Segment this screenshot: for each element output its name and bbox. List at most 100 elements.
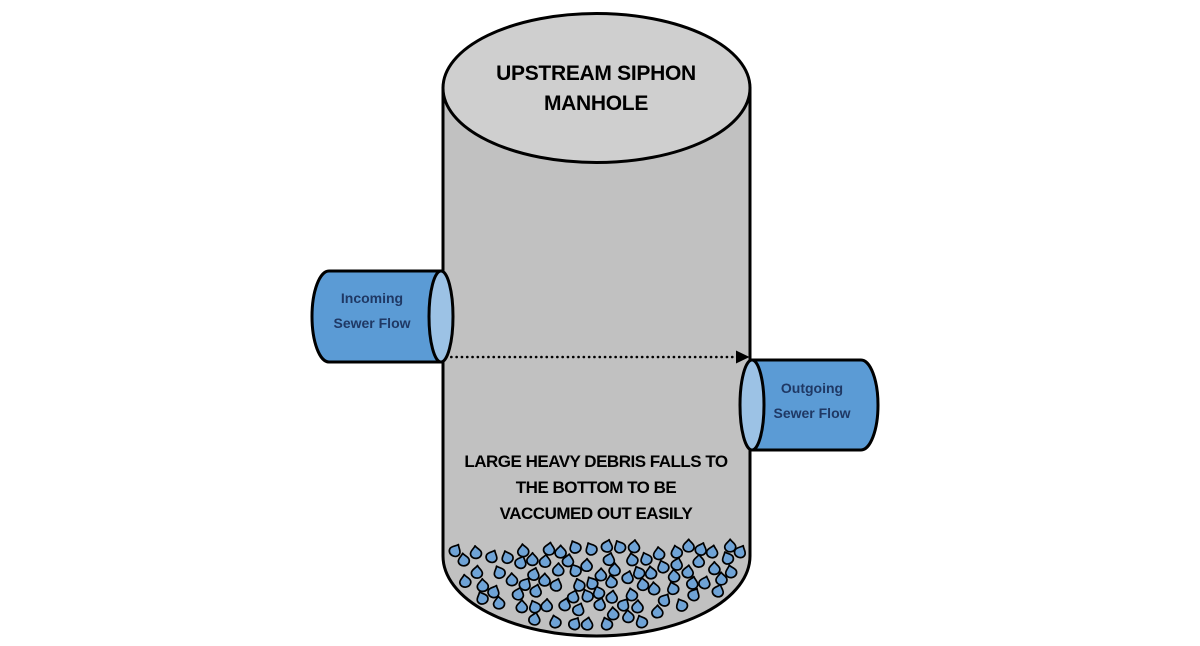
outgoing-pipe: Outgoing Sewer Flow: [738, 358, 880, 452]
water-droplet-icon: [580, 557, 593, 573]
water-droplet-icon: [581, 588, 594, 603]
water-droplet-icon: [529, 583, 543, 598]
outgoing-pipe-label-line1: Outgoing: [781, 380, 843, 396]
water-droplet-icon: [681, 564, 694, 579]
water-droplet-icon: [448, 543, 461, 558]
water-droplet-icon: [600, 538, 614, 553]
water-droplet-icon: [667, 568, 681, 583]
manhole-title-line2: MANHOLE: [544, 92, 648, 115]
water-droplet-icon: [558, 597, 571, 612]
water-droplet-icon: [635, 614, 649, 629]
water-droplet-icon: [551, 562, 565, 577]
water-droplet-icon: [636, 576, 650, 592]
caption-line3: VACCUMED OUT EASILY: [500, 504, 694, 523]
water-droplet-icon: [602, 552, 616, 567]
outgoing-pipe-body: [750, 358, 880, 452]
water-droplet-icon: [527, 566, 540, 581]
water-droplet-icon: [593, 596, 607, 612]
water-droplet-icon: [715, 571, 728, 586]
water-droplet-icon: [561, 553, 575, 568]
water-droplet-icon: [721, 551, 735, 565]
water-droplet-icon: [528, 611, 541, 626]
water-droplet-icon: [492, 595, 506, 610]
water-droplet-icon: [573, 577, 586, 592]
water-droplet-icon: [501, 550, 514, 565]
incoming-pipe-body: [310, 269, 443, 364]
water-droplet-icon: [567, 616, 581, 631]
incoming-pipe-label-line2: Sewer Flow: [333, 315, 410, 331]
water-droplet-icon: [666, 581, 680, 596]
water-droplet-icon: [514, 555, 527, 570]
water-droplet-icon: [594, 567, 608, 582]
water-droplet-icon: [538, 572, 551, 587]
water-droplet-icon: [627, 539, 641, 554]
water-droplet-icon: [682, 538, 695, 553]
water-droplet-icon: [528, 599, 542, 614]
flow-arrowhead-icon: [736, 350, 750, 364]
manhole-title-line1: UPSTREAM SIPHON: [496, 62, 696, 85]
water-droplet-icon: [644, 565, 658, 580]
water-droplet-icon: [566, 589, 580, 604]
outgoing-pipe-opening: [738, 358, 766, 452]
water-droplet-icon: [711, 583, 725, 598]
water-droplet-icon: [692, 553, 706, 568]
water-droplet-icon: [616, 598, 630, 612]
water-droplet-icon: [493, 565, 506, 580]
manhole-lid-ellipse: [441, 12, 752, 164]
incoming-pipe: Incoming Sewer Flow: [310, 269, 455, 364]
water-droplet-icon: [657, 559, 670, 574]
water-droplet-icon: [605, 574, 618, 589]
water-droplet-icon: [569, 540, 582, 554]
water-droplet-icon: [600, 616, 614, 631]
water-droplet-icon: [631, 599, 644, 614]
water-droplet-icon: [580, 616, 594, 631]
water-droplet-icon: [470, 564, 484, 579]
water-droplet-icon: [708, 560, 721, 576]
water-droplet-icon: [605, 589, 619, 604]
water-droplet-icon: [476, 577, 490, 593]
water-droplet-icon: [622, 608, 635, 624]
water-droplet-icon: [694, 542, 707, 556]
water-droplet-icon: [554, 544, 567, 559]
water-droplet-icon: [705, 544, 719, 559]
water-droplet-icon: [657, 593, 671, 607]
water-droplet-icon: [457, 552, 471, 567]
water-droplet-icon: [652, 546, 666, 561]
water-droplet-icon: [518, 577, 531, 591]
water-droplet-icon: [569, 563, 582, 578]
water-droplet-icon: [549, 577, 563, 592]
water-droplet-icon: [724, 564, 738, 579]
water-droplet-icon: [469, 544, 483, 560]
caption-line1: LARGE HEAVY DEBRIS FALLS TO: [464, 452, 728, 471]
water-droplet-icon: [542, 541, 556, 556]
water-droplet-icon: [625, 587, 639, 602]
water-droplet-icon: [685, 575, 699, 590]
water-droplet-icon: [476, 591, 489, 605]
water-droplet-icon: [626, 552, 639, 567]
water-droplet-icon: [511, 586, 525, 601]
water-droplet-icon: [687, 587, 700, 602]
water-droplet-icon: [733, 544, 747, 559]
water-droplet-icon: [613, 540, 627, 554]
water-droplet-icon: [485, 549, 498, 564]
water-droplet-icon: [606, 606, 620, 621]
water-droplet-icon: [586, 576, 599, 590]
water-droplet-icon: [505, 572, 519, 587]
water-droplet-icon: [526, 551, 539, 567]
water-droplet-icon: [647, 581, 661, 596]
manhole-cylinder-body: [441, 86, 752, 638]
water-droplet-icon: [538, 553, 552, 568]
water-droplet-icon: [487, 584, 500, 599]
water-droplet-icon: [675, 598, 689, 612]
outgoing-pipe-label-line2: Sewer Flow: [773, 405, 850, 421]
water-droplet-icon: [585, 542, 598, 556]
water-droplet-icon: [608, 562, 621, 577]
debris-pile: [448, 538, 747, 631]
incoming-pipe-label-line1: Incoming: [341, 290, 403, 306]
water-droplet-icon: [723, 538, 737, 553]
water-droplet-icon: [640, 551, 653, 566]
caption-line2: THE BOTTOM TO BE: [516, 478, 677, 497]
water-droplet-icon: [516, 543, 530, 558]
